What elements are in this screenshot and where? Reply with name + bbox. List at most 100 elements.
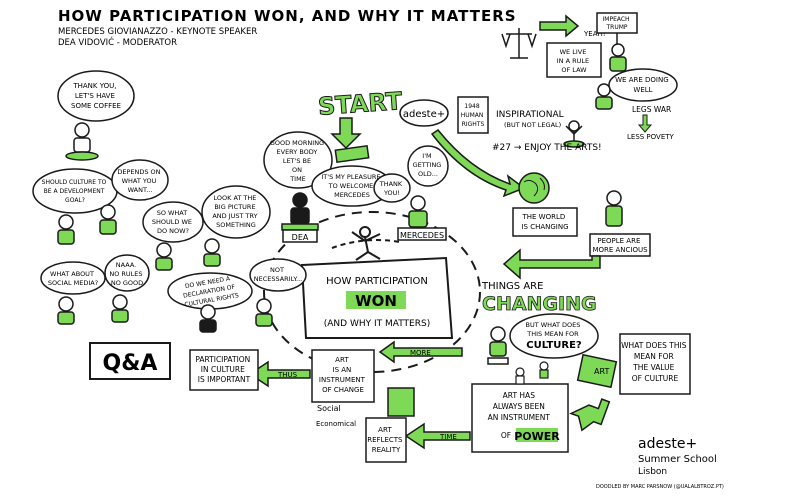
bubble-good-morning bbox=[263, 131, 333, 189]
participation-text: Participation in culture is important bbox=[195, 355, 252, 384]
bubble-text: Look at the big picture and just try som… bbox=[212, 194, 259, 229]
changing-label: CHANGING bbox=[482, 293, 597, 315]
bubble-getting-old bbox=[407, 145, 449, 187]
world-changing-box bbox=[512, 207, 578, 237]
bubble-text: Should culture to be a development goal? bbox=[42, 179, 109, 204]
power-label: Power bbox=[514, 430, 560, 443]
power-highlight bbox=[516, 428, 558, 442]
start-arrow bbox=[330, 117, 362, 150]
dea-nameplate bbox=[282, 229, 318, 243]
person-figure bbox=[57, 294, 129, 325]
participation-box bbox=[189, 349, 259, 391]
bubble-culture-mean bbox=[509, 313, 599, 359]
art-power-text: Art has always been an instrument of bbox=[488, 391, 553, 440]
inspirational-label: Inspirational bbox=[496, 110, 564, 120]
book-icon bbox=[334, 144, 370, 164]
thus-label: Thus bbox=[277, 371, 298, 379]
flow-arrow-changing bbox=[502, 248, 601, 280]
summer-school-label: Summer School bbox=[638, 454, 717, 465]
bubble-thankyou-coffee bbox=[57, 70, 135, 122]
protester-figure bbox=[609, 33, 627, 72]
more-label: More bbox=[410, 349, 431, 357]
down-arrow bbox=[637, 114, 653, 133]
bubble-text: Depends on what you want... bbox=[117, 168, 162, 194]
bubble-text: What about social media? bbox=[48, 270, 98, 287]
adeste-label: adeste+ bbox=[403, 109, 445, 120]
bubble-doing-well bbox=[608, 68, 678, 102]
qa-box bbox=[89, 342, 171, 380]
dea-figure bbox=[281, 192, 319, 231]
thus-arrow bbox=[248, 360, 311, 388]
speaker-line: Mercedes Giovianazzo - Keynote Speaker bbox=[58, 27, 257, 37]
human-rights-text: 1948 Human Rights bbox=[461, 103, 486, 128]
art-instrument-text: Art is an instrument of change bbox=[319, 356, 367, 394]
legs-war-label: Legs war bbox=[632, 105, 671, 114]
bubble-naaa bbox=[104, 254, 150, 292]
human-rights-doc bbox=[457, 96, 489, 134]
enjoy-arts-label: #27 → Enjoy the arts! bbox=[492, 143, 602, 153]
person-figure bbox=[199, 298, 273, 333]
jumping-figure bbox=[351, 226, 381, 261]
time-label: Time bbox=[439, 433, 457, 441]
impeach-text: Impeach Trump bbox=[603, 16, 632, 31]
bubble-social-media bbox=[40, 261, 106, 295]
bubble-thank-you bbox=[373, 173, 411, 203]
bubble-big-picture bbox=[201, 185, 271, 239]
easel-icon bbox=[387, 387, 415, 417]
mercedes-label: Mercedes bbox=[400, 231, 444, 240]
qa-label: Q&A bbox=[103, 351, 158, 376]
center-circle bbox=[263, 211, 481, 373]
svg-text:START: START bbox=[317, 87, 404, 121]
doodled-credit: Doodled by Marc Parsnow (@ualalbtroz.pt) bbox=[596, 484, 724, 490]
adeste-bubble bbox=[399, 99, 449, 127]
bubble-text: Not necessarily... bbox=[254, 266, 302, 283]
rule-of-law-box bbox=[546, 42, 602, 78]
person-figure bbox=[65, 122, 99, 161]
art-instrument-box bbox=[311, 349, 375, 403]
art-book-label: Art bbox=[594, 367, 609, 376]
economical-label: Economical bbox=[316, 420, 356, 428]
yeah-label: Yeah! bbox=[583, 30, 606, 38]
anxious-box bbox=[589, 233, 651, 257]
more-arrow bbox=[378, 340, 463, 364]
bubble-not-necessarily bbox=[249, 258, 307, 292]
small-figures bbox=[515, 361, 549, 385]
won-highlight bbox=[346, 291, 406, 309]
not-legal-label: (but not legal) bbox=[504, 121, 561, 129]
bubble-text: It's my pleasure to welcome Mercedes bbox=[321, 173, 382, 199]
adeste-logo: adeste+ bbox=[638, 436, 697, 452]
social-label: Social bbox=[317, 404, 341, 413]
bubble-text: So what should we do now? bbox=[152, 209, 194, 235]
less-poverty-label: Less povety bbox=[627, 133, 675, 141]
time-arrow bbox=[404, 422, 471, 450]
bubble-depends bbox=[111, 159, 169, 201]
anxious-text: People are more ancious bbox=[592, 237, 648, 254]
mercedes-nameplate bbox=[397, 227, 447, 241]
bubble-text: Thank you! bbox=[379, 180, 405, 197]
bubble-text: We are doing well bbox=[615, 76, 671, 94]
start-label: START bbox=[317, 87, 405, 122]
page-title: How Participation Won, and Why It Matter… bbox=[58, 7, 517, 25]
person-figure bbox=[155, 238, 221, 271]
anxious-figure bbox=[605, 190, 623, 227]
bubble-text: Thank you, let's have some coffee bbox=[71, 82, 121, 110]
art-reflects-text: Art reflects reality bbox=[367, 426, 404, 454]
green-flow-arrow bbox=[430, 128, 526, 198]
art-book-icon bbox=[576, 353, 618, 389]
rule-of-law-text: We live in a rule of law bbox=[557, 48, 591, 74]
center-line1: How Participation bbox=[326, 276, 428, 287]
bubble-text: But what does this mean for Culture? bbox=[526, 321, 583, 351]
bubble-what-now bbox=[142, 201, 204, 243]
value-culture-text: What does this mean for the value of cul… bbox=[621, 341, 689, 383]
person-figure bbox=[595, 83, 613, 110]
person-figure bbox=[57, 204, 117, 245]
bubble-text: Good morning every body let's be on time bbox=[270, 139, 326, 183]
moderator-line: Dea Vidović - Moderator bbox=[58, 36, 177, 48]
art-reflects-box bbox=[365, 417, 407, 463]
arrow-up-right bbox=[539, 14, 580, 38]
mercedes-figure bbox=[408, 195, 428, 228]
dea-label: Dea bbox=[292, 233, 309, 242]
bubble-text: Naaa. No rules no good bbox=[109, 261, 144, 287]
person-figure bbox=[487, 326, 509, 365]
